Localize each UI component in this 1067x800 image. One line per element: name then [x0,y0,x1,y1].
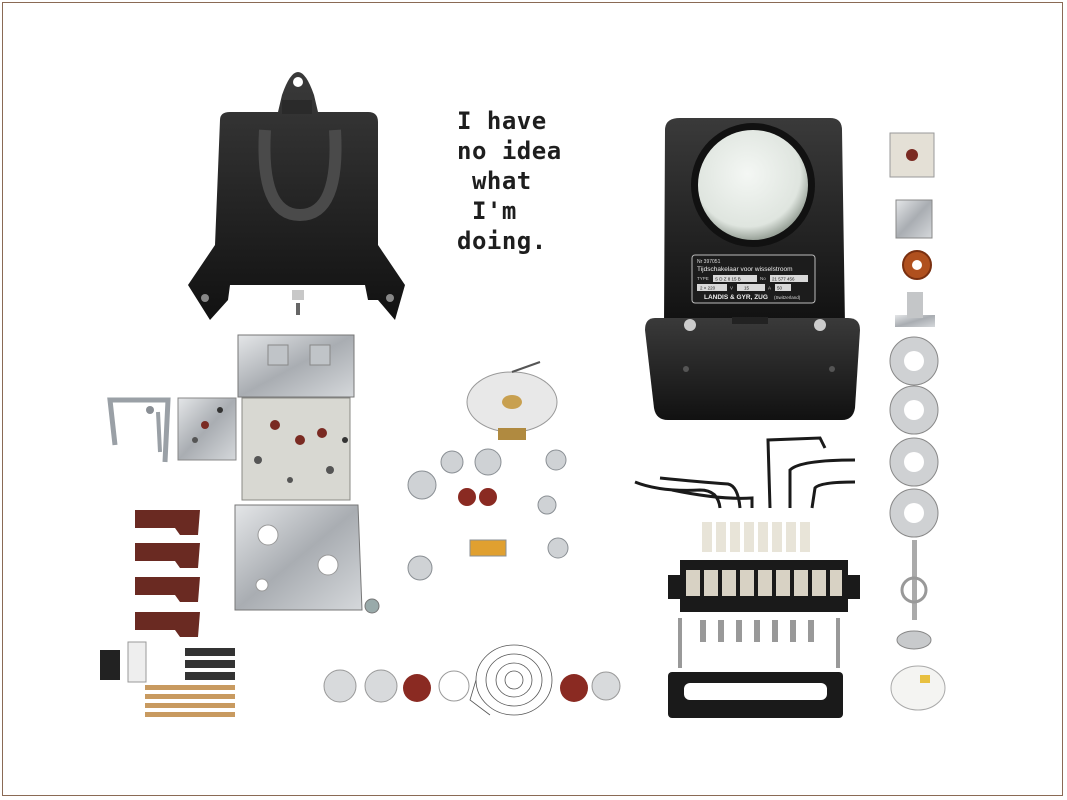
plate-type-label: TYPE [697,276,709,281]
plate-no-value: 21 577 456 [772,277,795,282]
plate-rating-v: V [730,286,733,291]
dial-wheel [466,361,558,440]
plate-title: Tijdschakelaar voor wisselstroom [697,266,793,273]
main-plate [241,397,351,501]
screws [678,618,840,668]
motor-column [889,132,946,711]
cage-bottom [234,504,380,614]
nameplate: Nr 397051 Tijdschakelaar voor wisselstro… [691,254,816,304]
plate-country: (Switzerland) [774,295,801,300]
plate-rating-1: 2 × 220 [700,286,716,291]
bottom-discs [323,669,621,703]
quote-line-4: I'm [457,197,517,225]
plate-serial: Nr 397051 [697,259,721,265]
quote-line-1: I have [457,107,547,135]
terminal-cover [668,672,843,718]
back-cover [188,72,405,320]
fiber-insulators [135,510,200,637]
quote-line-5: doing. [457,227,547,255]
u-bracket [107,397,171,463]
wires [634,436,856,509]
plate-rating-3: 50 [777,286,783,291]
red-wheels [403,488,588,702]
cover-lower [645,317,860,420]
plate-rating-a: A [768,286,771,291]
quote-line-3: what [457,167,532,195]
plate-type-value: S D Z 8 15 B [715,277,741,282]
lens [698,130,808,240]
front-plate [177,397,237,461]
hairspring [469,644,553,716]
gear-train [407,448,569,581]
quote-line-2: no idea [457,137,562,165]
plate-rating-2: 15 [744,286,750,291]
cage-top [237,334,355,398]
contact-springs [100,641,235,717]
quote-text: I have no idea what I'm doing. [457,106,562,256]
plate-no-label: No [760,276,766,281]
terminal-block [668,522,860,612]
plate-maker: LANDIS & GYR, ZUG [704,294,768,301]
